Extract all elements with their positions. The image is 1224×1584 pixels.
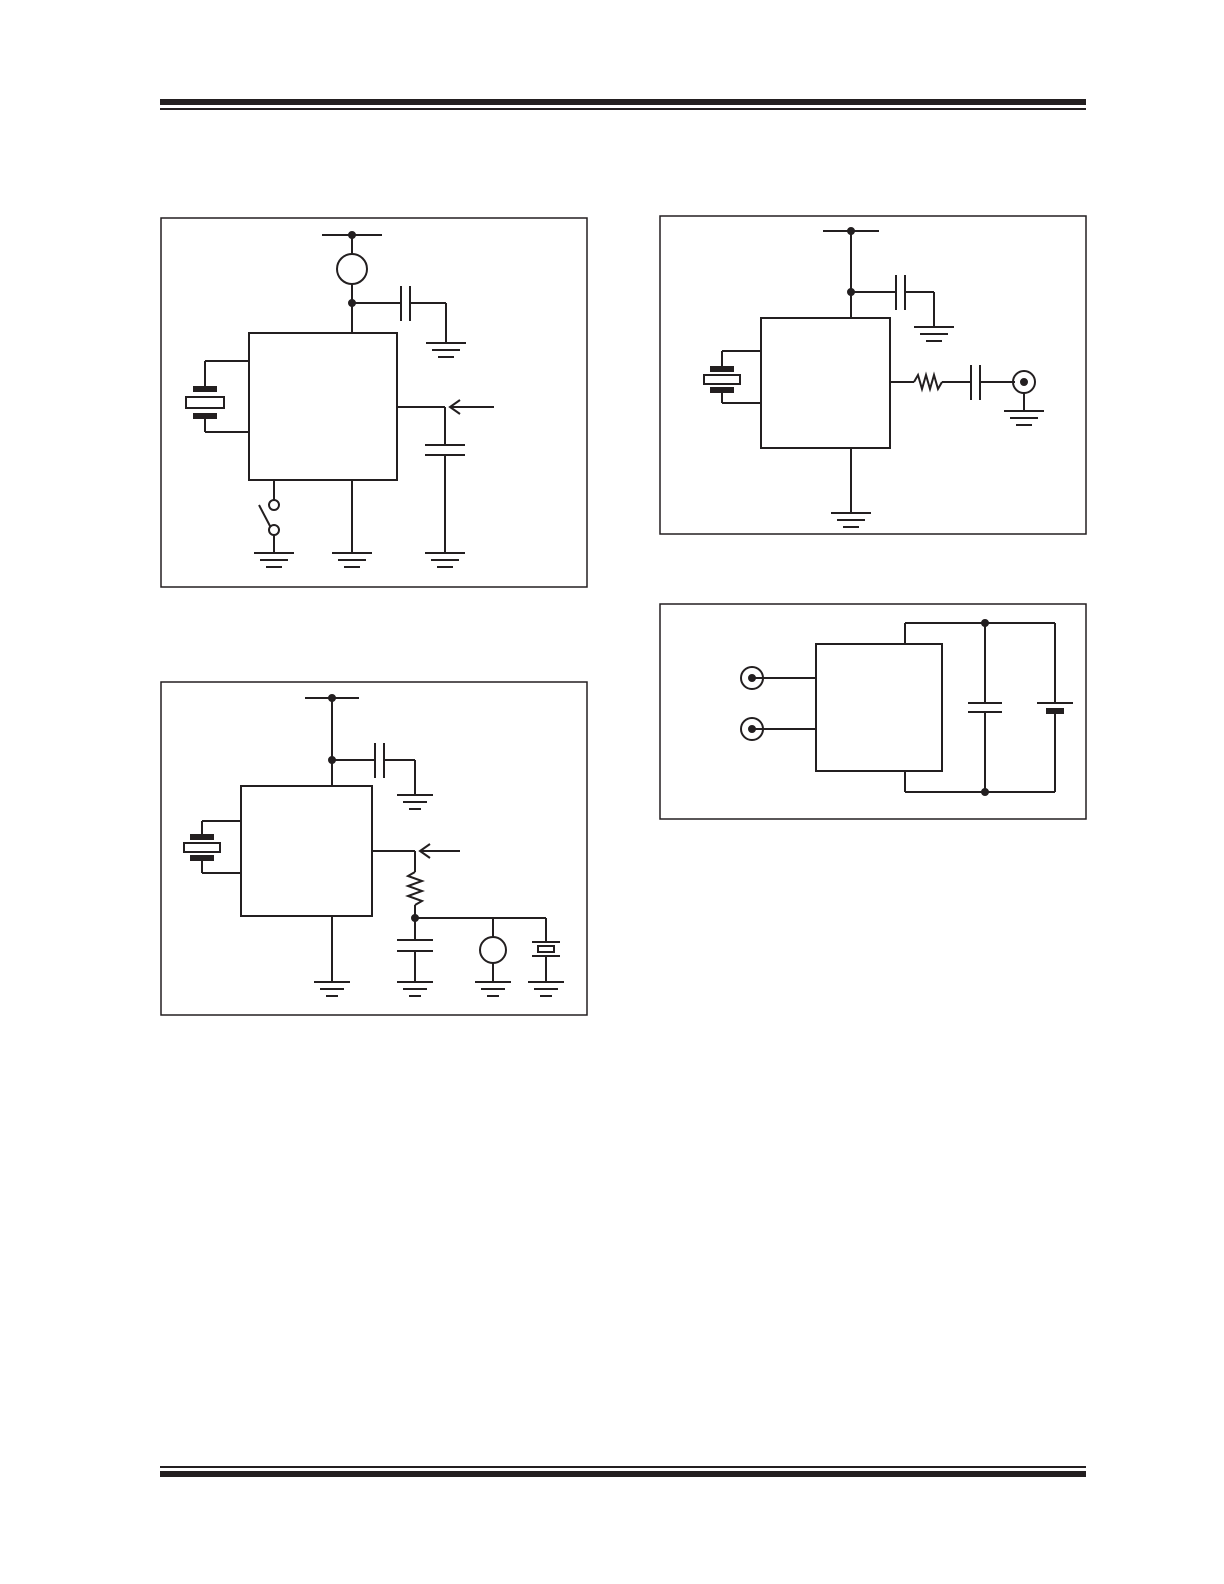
ground-symbol — [397, 794, 433, 810]
capacitor — [968, 702, 1002, 713]
indicator-circle — [336, 253, 368, 285]
output-arrow — [418, 843, 460, 859]
figure-2-frame — [659, 215, 1087, 535]
figure-4-frame — [659, 603, 1087, 820]
resistor — [405, 871, 425, 906]
ground-symbol — [397, 981, 433, 997]
ground-symbol — [254, 552, 294, 568]
push-switch — [258, 480, 280, 553]
figure-3-schematic — [160, 681, 588, 1016]
ground-symbol — [332, 552, 372, 568]
ground-symbol — [914, 326, 954, 342]
indicator-circle — [479, 936, 507, 964]
ground-symbol — [528, 981, 564, 997]
filter-capacitor — [425, 444, 465, 456]
ground-symbol — [426, 342, 466, 358]
ic-block — [760, 317, 891, 449]
bypass-capacitor — [352, 286, 447, 343]
bypass-capacitor — [851, 275, 935, 327]
battery — [1037, 702, 1073, 714]
ground-symbol — [425, 552, 465, 568]
figure-2-schematic — [659, 215, 1087, 535]
output-jack — [1004, 370, 1044, 426]
ic-block — [248, 332, 398, 481]
ic-block — [815, 643, 943, 772]
figure-3-frame — [160, 681, 588, 1016]
ground-symbol — [831, 512, 871, 528]
output-arrow — [448, 399, 494, 415]
input-jack — [740, 717, 816, 741]
series-resistor — [913, 371, 943, 393]
ic-block — [240, 785, 373, 917]
crystal — [183, 820, 241, 874]
supply-rail — [305, 694, 359, 786]
header-rule — [160, 99, 1086, 110]
input-jack — [740, 666, 816, 690]
crystal — [185, 360, 249, 433]
ground-symbol — [475, 981, 511, 997]
figure-1-frame — [160, 217, 588, 588]
bypass-capacitor — [332, 743, 416, 795]
figure-1-schematic — [160, 217, 588, 588]
figure-4-schematic — [659, 603, 1087, 820]
supply-rail — [823, 227, 879, 318]
capacitor — [397, 939, 433, 952]
ground-symbol — [314, 981, 350, 997]
footer-rule — [160, 1466, 1086, 1477]
coupling-capacitor — [970, 365, 981, 400]
piezo-element — [532, 918, 560, 982]
supply-rail — [322, 231, 382, 254]
crystal — [703, 350, 761, 404]
